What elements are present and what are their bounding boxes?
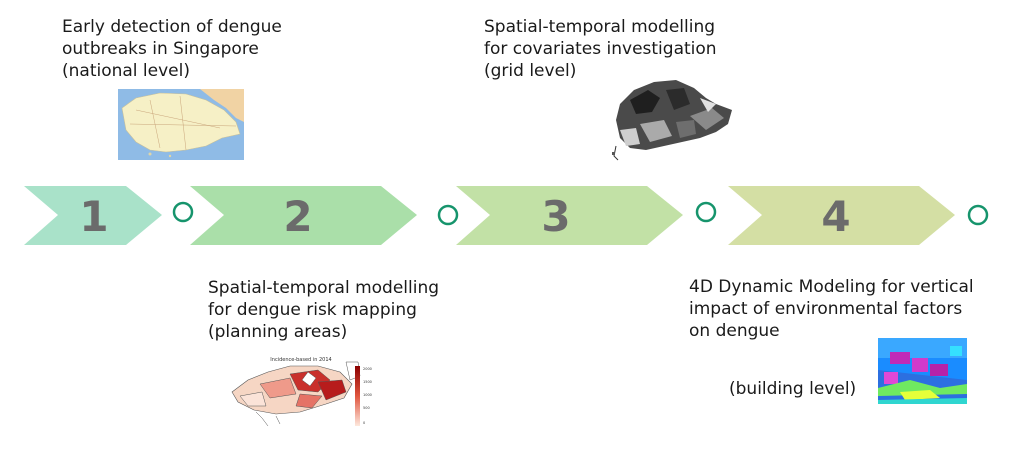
- step-4-line: 4D Dynamic Modeling for vertical: [689, 277, 974, 297]
- step-3-line: for covariates investigation: [484, 39, 717, 59]
- scale-label: 500: [363, 406, 370, 410]
- step-4-chevron: [728, 186, 955, 245]
- step-2-marker-circle: [437, 204, 459, 226]
- step-1-marker-circle: [172, 201, 194, 223]
- step-1-number: 1: [79, 192, 108, 241]
- scale-label: 1500: [363, 380, 372, 384]
- step-3-chevron: [456, 186, 683, 245]
- step-2-chevron: [190, 186, 417, 245]
- step-1-line: (national level): [62, 61, 190, 81]
- step-2-number: 2: [283, 192, 312, 241]
- step-4-level-label: (building level): [729, 379, 857, 399]
- step-1-description: Early detection of dengue outbreaks in S…: [62, 16, 282, 82]
- step-4-description: 4D Dynamic Modeling for vertical impact …: [689, 276, 974, 342]
- step-1-line: outbreaks in Singapore: [62, 39, 259, 59]
- singapore-map-thumbnail: [118, 89, 244, 160]
- step-2-line: (planning areas): [208, 322, 348, 342]
- scale-label: 2000: [363, 367, 372, 371]
- step-3-line: (grid level): [484, 61, 577, 81]
- step-2-description: Spatial-temporal modelling for dengue ri…: [208, 277, 439, 343]
- step-4-marker-circle: [967, 204, 989, 226]
- scale-label: 0: [363, 421, 365, 425]
- step-3-line: Spatial-temporal modelling: [484, 17, 716, 37]
- step-1-line: Early detection of dengue: [62, 17, 282, 37]
- risk-map-thumbnail: Incidence-based in 2014 2000 1500 1000 5…: [231, 357, 372, 427]
- step-2-line: for dengue risk mapping: [208, 300, 417, 320]
- building-model-thumbnail: [878, 338, 967, 404]
- step-1-chevron: [24, 186, 162, 245]
- step-4-line: impact of environmental factors: [689, 299, 963, 319]
- scale-label: 1000: [363, 393, 372, 397]
- step-4-line: on dengue: [689, 321, 780, 341]
- step-4-number: 4: [821, 192, 850, 241]
- step-3-number: 3: [541, 192, 570, 241]
- step-2-line: Spatial-temporal modelling: [208, 278, 440, 298]
- grid-map-thumbnail: [612, 80, 732, 161]
- risk-map-title: Incidence-based in 2014: [270, 357, 331, 363]
- step-3-description: Spatial-temporal modelling for covariate…: [484, 16, 717, 82]
- step-3-marker-circle: [695, 201, 717, 223]
